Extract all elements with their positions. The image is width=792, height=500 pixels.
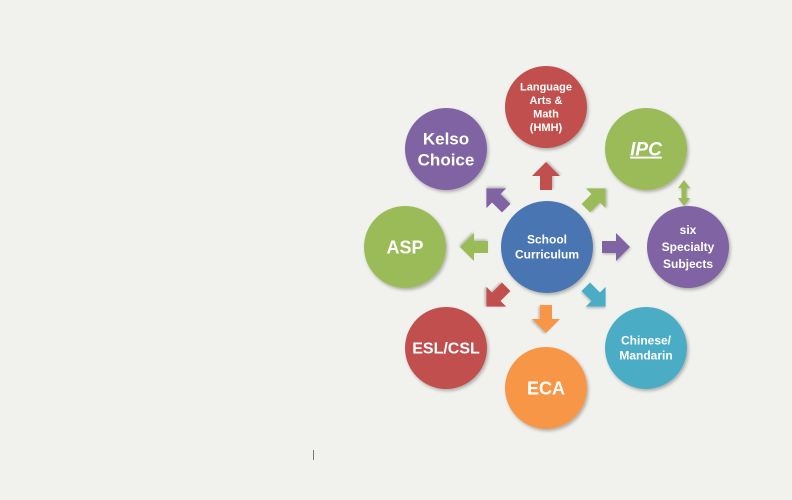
node-language-arts-math-label-line: Arts & bbox=[529, 95, 562, 107]
node-six-specialty-subjects-label-line: Subjects bbox=[663, 257, 713, 271]
arrow-to-chinese-mandarin bbox=[581, 282, 606, 307]
node-asp-circle bbox=[364, 206, 446, 288]
node-ipc-label-line: IPC bbox=[630, 140, 662, 161]
arrow-to-asp bbox=[460, 233, 488, 261]
node-language-arts-math-circle bbox=[505, 66, 587, 148]
node-language-arts-math-label-line: Math bbox=[533, 109, 559, 121]
node-six-specialty-subjects-circle bbox=[647, 206, 729, 288]
node-kelso-choice-label-line: Kelso bbox=[423, 129, 469, 148]
node-language-arts-math-label-line: (HMH) bbox=[530, 122, 563, 134]
connector-layer bbox=[678, 180, 690, 206]
node-chinese-mandarin-label-line: Chinese/ bbox=[621, 334, 672, 348]
node-ipc: IPC bbox=[605, 108, 687, 190]
node-esl-csl-label-line: ESL/CSL bbox=[412, 341, 480, 358]
arrow-to-ipc bbox=[581, 188, 606, 213]
node-six-specialty-subjects-label-line: six bbox=[680, 223, 697, 237]
center-node-school-curriculum-label-line: Curriculum bbox=[515, 248, 579, 262]
center-node-school-curriculum-label-line: School bbox=[527, 233, 567, 247]
node-chinese-mandarin-circle bbox=[605, 307, 687, 389]
node-language-arts-math-label-line: Language bbox=[520, 82, 572, 94]
arrow-to-esl-csl bbox=[486, 282, 511, 307]
double-arrow-connector bbox=[678, 180, 690, 206]
arrow-to-eca bbox=[532, 305, 560, 333]
node-eca-circle bbox=[505, 347, 587, 429]
arrows-layer bbox=[460, 162, 630, 333]
center-node-school-curriculum-circle bbox=[501, 201, 593, 293]
arrow-to-language-arts-math bbox=[532, 162, 560, 190]
node-eca-label-line: ECA bbox=[527, 378, 565, 398]
node-chinese-mandarin: Chinese/Mandarin bbox=[605, 307, 687, 389]
node-kelso-choice-label-line: Choice bbox=[418, 150, 475, 169]
node-asp-label-line: ASP bbox=[386, 237, 423, 257]
node-esl-csl: ESL/CSL bbox=[405, 307, 487, 389]
arrow-to-kelso-choice bbox=[486, 188, 511, 213]
node-six-specialty-subjects-label-line: Specialty bbox=[662, 240, 715, 254]
node-asp: ASP bbox=[364, 206, 446, 288]
node-esl-csl-circle bbox=[405, 307, 487, 389]
arrow-to-six-specialty-subjects bbox=[602, 233, 630, 261]
text-cursor bbox=[313, 450, 314, 460]
node-chinese-mandarin-label-line: Mandarin bbox=[619, 349, 672, 363]
node-ipc-circle bbox=[605, 108, 687, 190]
node-kelso-choice-circle bbox=[405, 108, 487, 190]
node-eca: ECA bbox=[505, 347, 587, 429]
